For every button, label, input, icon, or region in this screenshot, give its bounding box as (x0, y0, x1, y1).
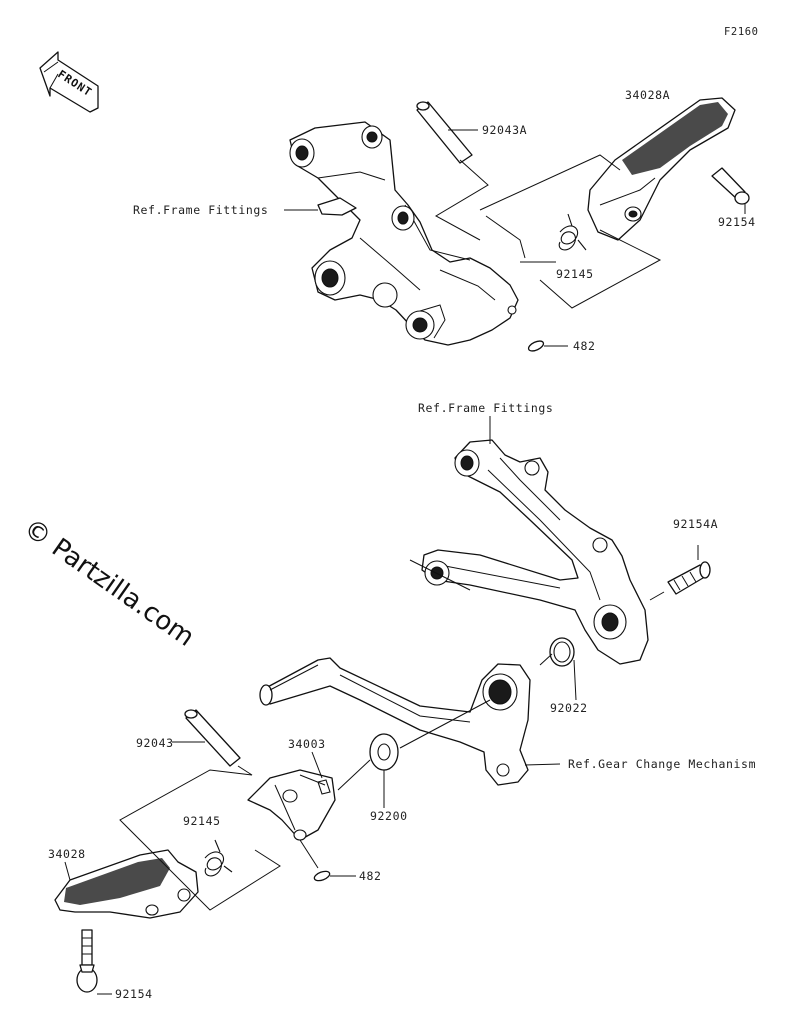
assembly-lines-bottom (119, 559, 553, 911)
bracket-34003 (247, 751, 336, 841)
label-34028: 34028 (48, 847, 86, 861)
watermark: © Partzilla.com (18, 513, 200, 653)
spring-92145-top (558, 213, 587, 251)
bolt-92154-bottom (76, 929, 112, 995)
brake-pedal (259, 657, 561, 786)
diagram-code: F2160 (724, 26, 759, 38)
footpeg-34028A (587, 97, 736, 241)
label-92154A: 92154A (673, 517, 718, 531)
front-arrow-icon: FRONT (39, 51, 99, 113)
label-34028A: 34028A (625, 88, 670, 102)
pin-92043A (416, 101, 478, 164)
label-92145-bottom: 92145 (183, 814, 221, 828)
label-92043A: 92043A (482, 123, 527, 137)
footpeg-34028 (54, 849, 199, 919)
label-482-top: 482 (573, 339, 596, 353)
label-92154-bottom: 92154 (115, 987, 153, 1001)
bolt-92154-top (711, 167, 750, 214)
label-ref-frame-fittings-top: Ref.Frame Fittings (133, 203, 268, 217)
o-ring-92022 (549, 637, 577, 701)
label-ref-gear-change: Ref.Gear Change Mechanism (568, 757, 756, 771)
spring-92145-bottom (204, 839, 233, 877)
washer-92200 (369, 733, 399, 808)
label-34003: 34003 (288, 737, 326, 751)
assembly-lines-top (434, 154, 662, 309)
label-92200: 92200 (370, 809, 408, 823)
label-ref-frame-fittings-mid: Ref.Frame Fittings (418, 401, 553, 415)
rider-footpeg-bracket-right (289, 121, 519, 346)
washer-482-bottom (313, 870, 356, 882)
label-92043: 92043 (136, 736, 174, 750)
label-92154-top: 92154 (718, 215, 756, 229)
pin-92043 (172, 709, 241, 767)
label-92145-top: 92145 (556, 267, 594, 281)
label-482-bottom: 482 (359, 869, 382, 883)
label-92022: 92022 (550, 701, 588, 715)
washer-482-top (527, 340, 568, 352)
bolt-92154A (649, 545, 711, 601)
frame-fitting-mount-top (284, 197, 357, 216)
rider-footpeg-bracket-left (421, 439, 649, 665)
